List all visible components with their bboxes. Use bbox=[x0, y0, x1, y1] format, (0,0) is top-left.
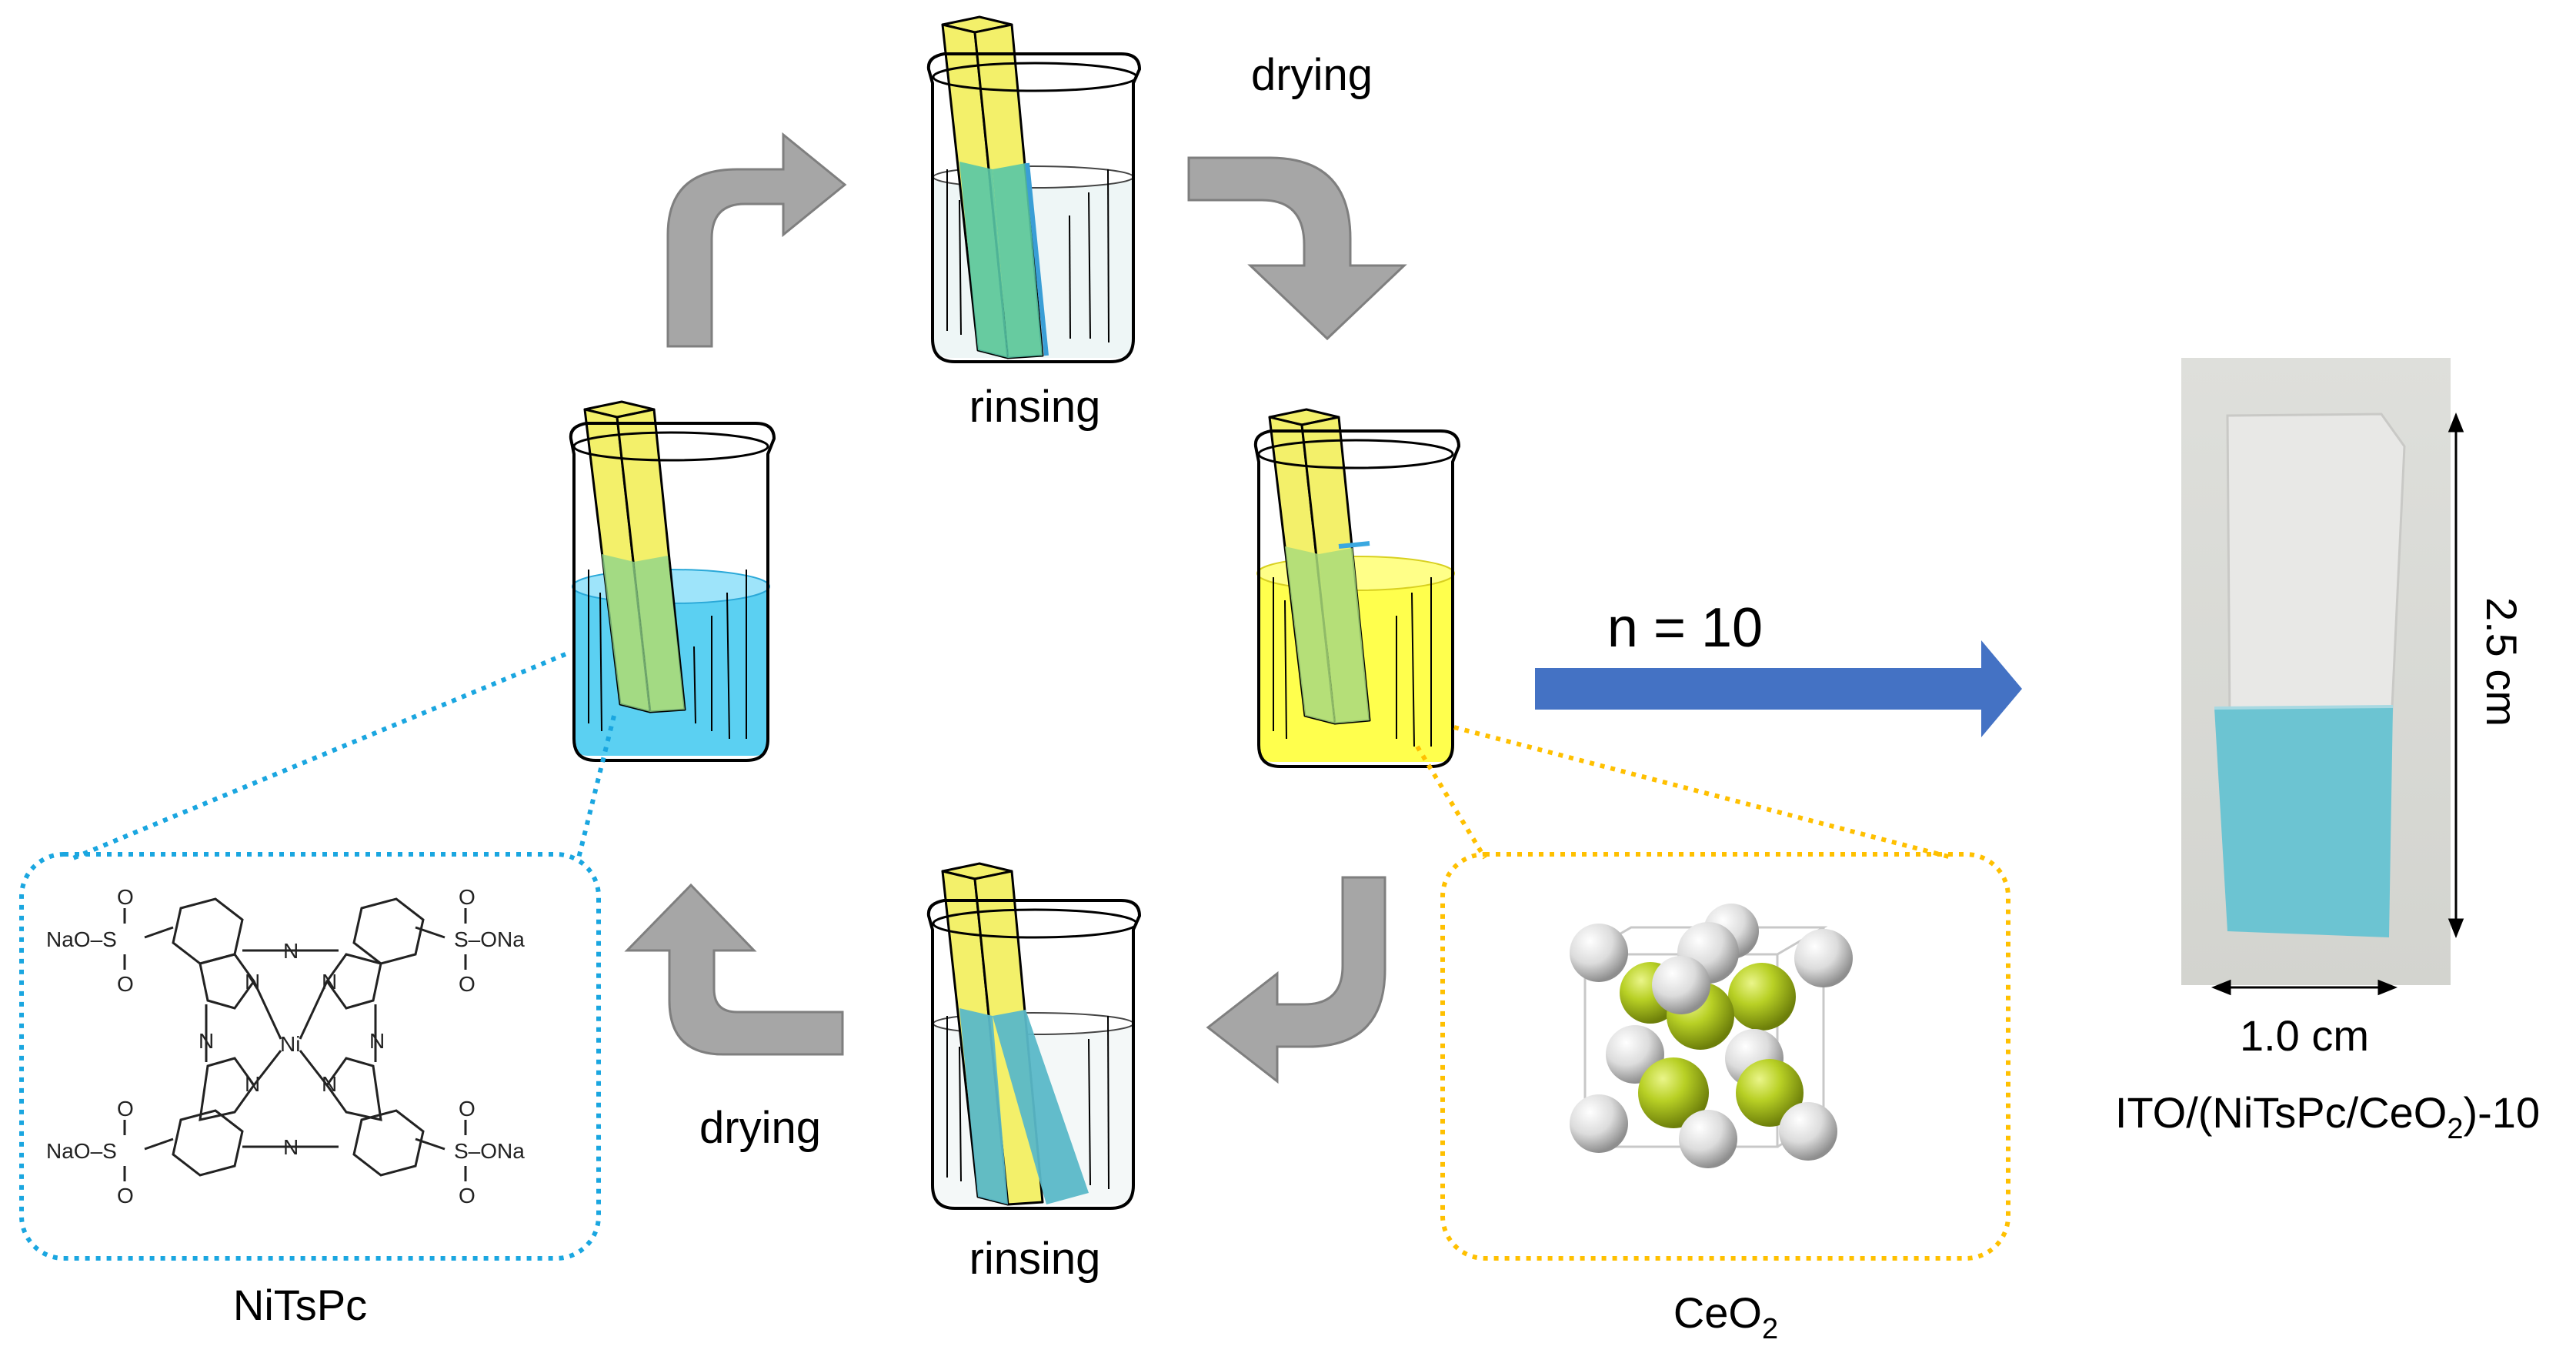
svg-text:N: N bbox=[283, 1135, 299, 1159]
product-label: ITO/(NiTsPc/CeO2)-10 bbox=[2115, 1088, 2540, 1145]
svg-text:O: O bbox=[117, 1184, 134, 1208]
svg-text:O: O bbox=[117, 1097, 134, 1121]
svg-text:O: O bbox=[459, 885, 475, 909]
svg-text:NaO–S: NaO–S bbox=[46, 927, 117, 951]
rinse-top-label: rinsing bbox=[969, 382, 1101, 432]
ceo2-zoom-lines bbox=[1415, 725, 1955, 860]
nitspc-label: NiTsPc bbox=[233, 1281, 367, 1329]
ceo2-lattice bbox=[1570, 904, 1853, 1168]
height-dimension bbox=[2448, 412, 2464, 939]
svg-text:N: N bbox=[322, 970, 337, 994]
beaker-nitspc bbox=[569, 400, 776, 762]
dry-bottom-label: drying bbox=[699, 1103, 821, 1153]
rinse-bottom-label: rinsing bbox=[969, 1234, 1101, 1284]
svg-text:N: N bbox=[245, 1072, 260, 1096]
dry-top-label: drying bbox=[1251, 50, 1373, 100]
width-label: 1.0 cm bbox=[2240, 1011, 2369, 1060]
nitspc-box bbox=[19, 852, 601, 1261]
svg-text:O: O bbox=[459, 972, 475, 996]
svg-text:S–ONa: S–ONa bbox=[454, 927, 525, 951]
svg-text:NaO–S: NaO–S bbox=[46, 1139, 117, 1163]
beaker-rinse-bottom bbox=[926, 862, 1142, 1210]
svg-text:Ni: Ni bbox=[280, 1032, 300, 1056]
svg-text:S–ONa: S–ONa bbox=[454, 1139, 525, 1163]
repeat-label: n = 10 bbox=[1607, 597, 1763, 659]
svg-text:O: O bbox=[459, 1097, 475, 1121]
beaker-ceo2 bbox=[1253, 408, 1461, 768]
svg-text:O: O bbox=[117, 972, 134, 996]
svg-text:N: N bbox=[199, 1029, 214, 1053]
height-label: 2.5 cm bbox=[2478, 597, 2526, 727]
ceo2-box bbox=[1440, 852, 2010, 1261]
svg-text:O: O bbox=[459, 1184, 475, 1208]
arrow-to-ceo2-beaker bbox=[1187, 156, 1407, 341]
arrow-to-rinse-top bbox=[666, 132, 847, 348]
repeat-arrow bbox=[1535, 640, 2022, 737]
svg-text:N: N bbox=[245, 970, 260, 994]
beaker-rinse-top bbox=[926, 15, 1142, 363]
svg-text:N: N bbox=[283, 939, 299, 963]
svg-text:O: O bbox=[117, 885, 134, 909]
ceo2-label: CeO2 bbox=[1673, 1288, 1778, 1345]
nitspc-atoms: NaO–S S–ONa NaO–S S–ONa O O O O O O O O … bbox=[46, 885, 525, 1208]
electrode-photo bbox=[2181, 358, 2451, 985]
arrow-to-nitspc-beaker bbox=[624, 883, 844, 1056]
nitspc-structure bbox=[123, 897, 467, 1181]
nitspc-zoom-lines bbox=[72, 652, 616, 860]
width-dimension bbox=[2211, 979, 2398, 996]
arrow-to-rinse-bottom bbox=[1206, 876, 1386, 1084]
svg-text:N: N bbox=[369, 1029, 385, 1053]
svg-text:N: N bbox=[322, 1072, 337, 1096]
